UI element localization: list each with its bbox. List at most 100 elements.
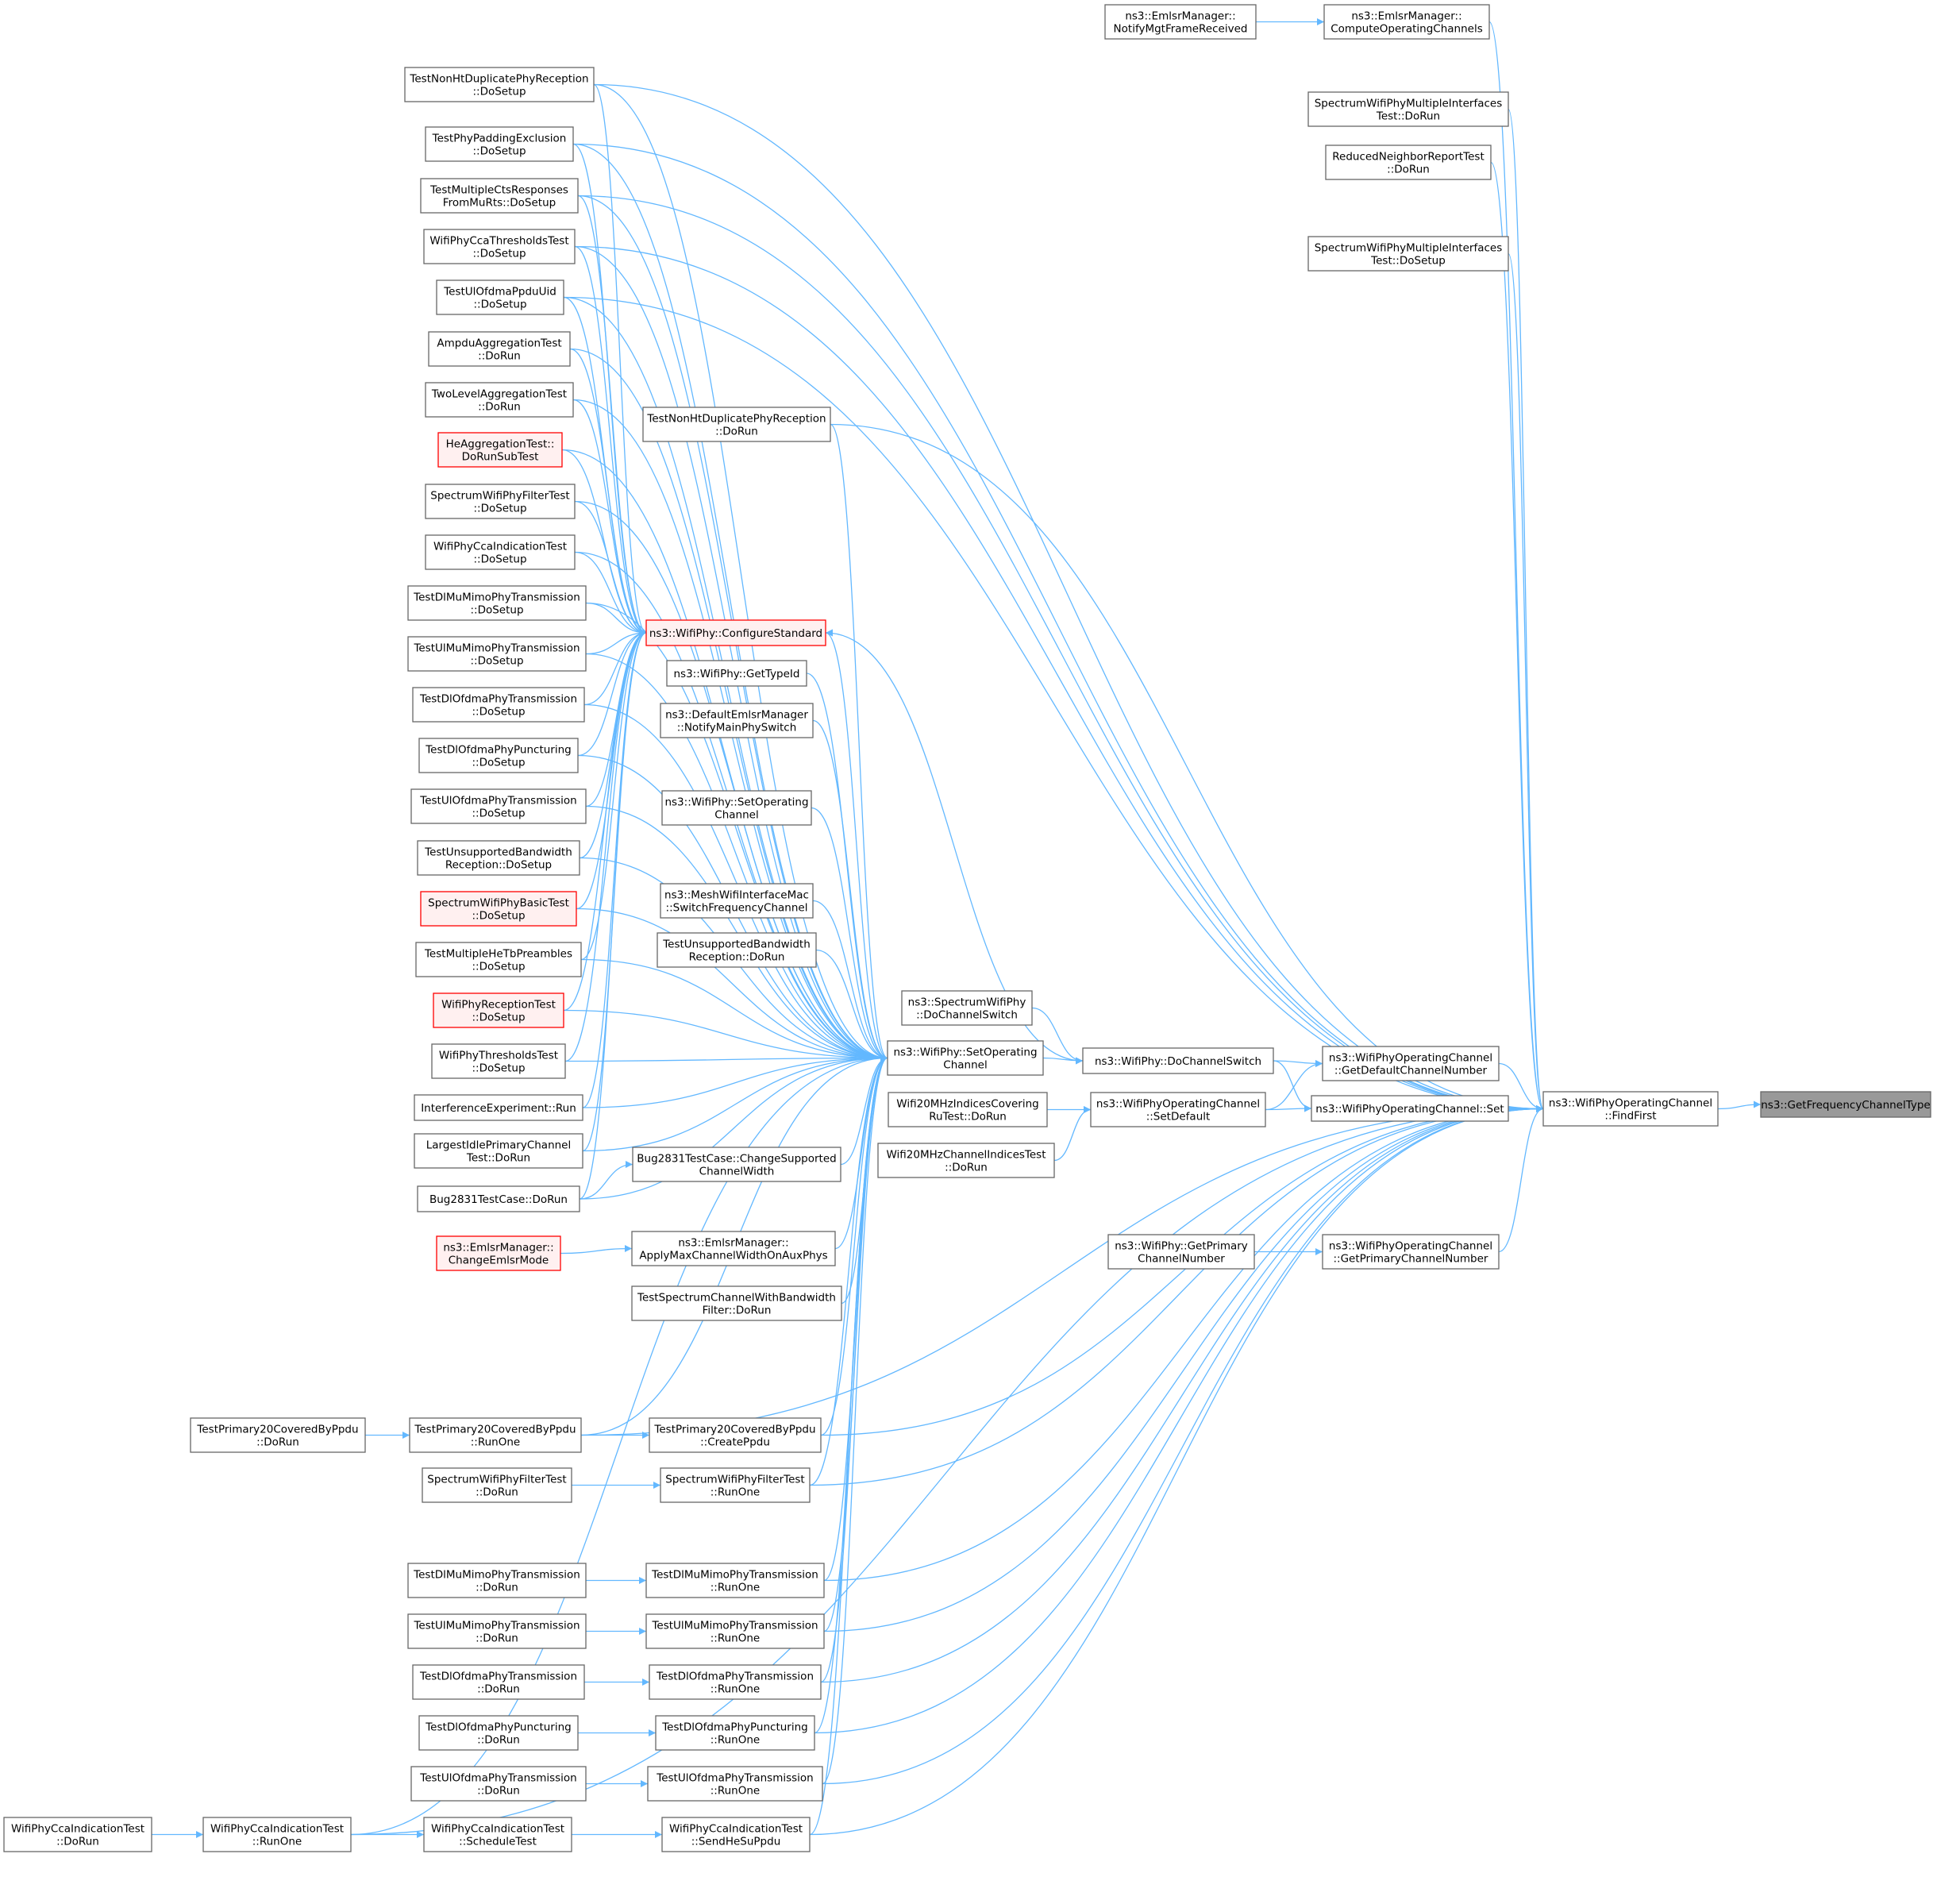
node-label: ::DoRun bbox=[476, 1486, 518, 1499]
graph-node-tp20-ro[interactable]: TestPrimary20CoveredByPpdu::RunOne bbox=[409, 1417, 582, 1453]
graph-node-tdlof-ro[interactable]: TestDlOfdmaPhyTransmission::RunOne bbox=[649, 1664, 822, 1700]
graph-node-rnrt[interactable]: ReducedNeighborReportTest::DoRun bbox=[1325, 145, 1492, 180]
node-box bbox=[657, 932, 817, 968]
graph-node-tmcr[interactable]: TestMultipleCtsResponsesFromMuRts::DoSet… bbox=[420, 178, 579, 214]
graph-node-dcs[interactable]: ns3::WifiPhy::DoChannelSwitch bbox=[1082, 1047, 1274, 1074]
node-label: ::RunOne bbox=[252, 1836, 302, 1848]
graph-node-swpf-run[interactable]: SpectrumWifiPhyFilterTest::DoRun bbox=[422, 1467, 572, 1503]
graph-node-wpci-st[interactable]: WifiPhyCcaIndicationTest::ScheduleTest bbox=[423, 1817, 572, 1852]
graph-node-tdlof-setup[interactable]: TestDlOfdmaPhyTransmission::DoSetup bbox=[412, 687, 585, 723]
graph-node-gdcn[interactable]: ns3::WifiPhyOperatingChannel::GetDefault… bbox=[1322, 1046, 1500, 1081]
graph-node-gpcn[interactable]: ns3::WifiPhyOperatingChannel::GetPrimary… bbox=[1322, 1234, 1500, 1270]
graph-node-swpbt[interactable]: SpectrumWifiPhyBasicTest::DoSetup bbox=[420, 891, 577, 927]
graph-node-tulmu-run[interactable]: TestUlMuMimoPhyTransmission::DoRun bbox=[407, 1613, 587, 1649]
graph-node-tulmu-ro[interactable]: TestUlMuMimoPhyTransmission::RunOne bbox=[645, 1613, 825, 1649]
graph-node-tdlpu-ro[interactable]: TestDlOfdmaPhyPuncturing::RunOne bbox=[655, 1715, 815, 1751]
graph-node-tdlmu-setup[interactable]: TestDlMuMimoPhyTransmission::DoSetup bbox=[407, 585, 587, 621]
graph-node-bug-run[interactable]: Bug2831TestCase::DoRun bbox=[417, 1185, 580, 1212]
graph-node-w20idx[interactable]: Wifi20MHzChannelIndicesTest::DoRun bbox=[877, 1143, 1055, 1178]
graph-node-gpri[interactable]: ns3::WifiPhy::GetPrimaryChannelNumber bbox=[1107, 1234, 1255, 1270]
graph-node-tulof-run[interactable]: TestUlOfdmaPhyTransmission::DoRun bbox=[410, 1766, 587, 1802]
node-box bbox=[649, 1417, 822, 1453]
graph-node-setdef[interactable]: ns3::WifiPhyOperatingChannel::SetDefault bbox=[1090, 1092, 1266, 1127]
graph-node-tdlpu-setup[interactable]: TestDlOfdmaPhyPuncturing::DoSetup bbox=[418, 738, 579, 773]
graph-node-tscbf[interactable]: TestSpectrumChannelWithBandwidthFilter::… bbox=[631, 1285, 842, 1321]
call-edge bbox=[825, 629, 1084, 1062]
graph-node-wptt[interactable]: WifiPhyThresholdsTest::DoSetup bbox=[431, 1043, 566, 1079]
graph-node-amcw[interactable]: ns3::EmlsrManager::ApplyMaxChannelWidthO… bbox=[631, 1231, 836, 1266]
graph-node-set[interactable]: ns3::WifiPhyOperatingChannel::Set bbox=[1311, 1095, 1509, 1122]
call-edge bbox=[585, 629, 647, 807]
graph-node-tulof-ro[interactable]: TestUlOfdmaPhyTransmission::RunOne bbox=[647, 1766, 823, 1802]
graph-node-tulof-setup[interactable]: TestUlOfdmaPhyTransmission::DoSetup bbox=[410, 788, 587, 824]
node-label: SpectrumWifiPhyBasicTest bbox=[428, 897, 569, 910]
graph-node-tnhd-run[interactable]: TestNonHtDuplicatePhyReception::DoRun bbox=[642, 407, 831, 442]
graph-node-wpci-ro[interactable]: WifiPhyCcaIndicationTest::RunOne bbox=[202, 1817, 352, 1852]
graph-node-ff[interactable]: ns3::WifiPhyOperatingChannel::FindFirst bbox=[1542, 1091, 1719, 1127]
graph-node-coc[interactable]: ns3::EmlsrManager::ComputeOperatingChann… bbox=[1323, 4, 1490, 40]
graph-node-bug-csc[interactable]: Bug2831TestCase::ChangeSupportedChannelW… bbox=[632, 1147, 841, 1182]
node-label: WifiPhyCcaIndicationTest bbox=[431, 1823, 564, 1836]
node-box bbox=[901, 990, 1033, 1026]
node-label: RuTest::DoRun bbox=[929, 1111, 1007, 1124]
graph-node-tdlof-run[interactable]: TestDlOfdmaPhyTransmission::DoRun bbox=[412, 1664, 585, 1700]
edge-swpf-ro-to-ff bbox=[809, 1104, 1544, 1486]
graph-node-aat[interactable]: AmpduAggregationTest::DoRun bbox=[428, 331, 571, 367]
graph-node-tnhd-setup[interactable]: TestNonHtDuplicatePhyReception::DoSetup bbox=[404, 67, 595, 102]
call-edge bbox=[350, 1104, 1544, 1836]
graph-node-wpci-run[interactable]: WifiPhyCcaIndicationTest::DoRun bbox=[3, 1817, 152, 1852]
graph-node-tdlmu-ro[interactable]: TestDlMuMimoPhyTransmission::RunOne bbox=[645, 1563, 825, 1598]
graph-node-hat[interactable]: HeAggregationTest::DoRunSubTest bbox=[437, 432, 563, 468]
edge-wpcth-to-cs bbox=[574, 245, 647, 637]
graph-node-wpci-setup[interactable]: WifiPhyCcaIndicationTest::DoSetup bbox=[425, 534, 576, 570]
graph-node-tmhtp[interactable]: TestMultipleHeTbPreambles::DoSetup bbox=[415, 942, 582, 977]
graph-node-swpmi-run[interactable]: SpectrumWifiPhyMultipleInterfacesTest::D… bbox=[1307, 91, 1509, 127]
graph-node-tuopu[interactable]: TestUlOfdmaPpduUid::DoSetup bbox=[436, 279, 564, 315]
graph-node-wpcth[interactable]: WifiPhyCcaThresholdsTest::DoSetup bbox=[423, 229, 576, 264]
graph-node-swpmi-setup[interactable]: SpectrumWifiPhyMultipleInterfacesTest::D… bbox=[1307, 236, 1509, 272]
graph-node-tubr-setup[interactable]: TestUnsupportedBandwidthReception::DoSet… bbox=[417, 840, 580, 876]
node-box bbox=[888, 1092, 1048, 1127]
node-box bbox=[410, 788, 587, 824]
call-edge bbox=[582, 1054, 888, 1108]
graph-node-tlat[interactable]: TwoLevelAggregationTest::DoRun bbox=[425, 382, 574, 418]
node-box bbox=[420, 891, 577, 927]
edge-wpcth-to-setop bbox=[574, 245, 888, 1062]
graph-node-swpf-setup[interactable]: SpectrumWifiPhyFilterTest::DoSetup bbox=[425, 484, 576, 519]
graph-node-ier[interactable]: InterferenceExperiment::Run bbox=[414, 1094, 583, 1121]
graph-node-gfct[interactable]: ns3::GetFrequencyChannelType bbox=[1760, 1091, 1931, 1118]
graph-node-tulmu-setup[interactable]: TestUlMuMimoPhyTransmission::DoSetup bbox=[407, 636, 587, 672]
graph-node-demnm[interactable]: ns3::DefaultEmlsrManager::NotifyMainPhyS… bbox=[660, 703, 814, 738]
call-edge bbox=[815, 949, 888, 1062]
graph-node-sdcs[interactable]: ns3::SpectrumWifiPhy::DoChannelSwitch bbox=[901, 990, 1033, 1026]
node-label: ::DoRun bbox=[478, 401, 521, 414]
call-edge bbox=[1053, 1105, 1092, 1162]
node-label: TestDlOfdmaPhyPuncturing bbox=[425, 744, 572, 757]
graph-node-tdlmu-run[interactable]: TestDlMuMimoPhyTransmission::DoRun bbox=[407, 1563, 587, 1598]
graph-node-tp20-cp[interactable]: TestPrimary20CoveredByPpdu::CreatePpdu bbox=[649, 1417, 822, 1453]
graph-node-tp20-run[interactable]: TestPrimary20CoveredByPpdu::DoRun bbox=[190, 1417, 366, 1453]
graph-node-cs[interactable]: ns3::WifiPhy::ConfigureStandard bbox=[645, 619, 826, 646]
graph-node-wprt[interactable]: WifiPhyReceptionTest::DoSetup bbox=[433, 992, 564, 1028]
node-box bbox=[1307, 91, 1509, 127]
edge-cem-to-amcw bbox=[560, 1244, 633, 1255]
graph-node-gtid[interactable]: ns3::WifiPhy::GetTypeId bbox=[666, 660, 807, 687]
graph-node-nmfr[interactable]: ns3::EmlsrManager::NotifyMgtFrameReceive… bbox=[1104, 4, 1257, 40]
graph-node-tppe[interactable]: TestPhyPaddingExclusion::DoSetup bbox=[425, 126, 574, 162]
graph-node-mwsfc[interactable]: ns3::MeshWifiInterfaceMac::SwitchFrequen… bbox=[660, 883, 814, 919]
node-label: TestUlOfdmaPhyTransmission bbox=[656, 1772, 813, 1785]
graph-node-wpci-sh[interactable]: WifiPhyCcaIndicationTest::SendHeSuPpdu bbox=[661, 1817, 811, 1852]
node-label: TwoLevelAggregationTest bbox=[431, 388, 567, 401]
edge-aat-to-cs bbox=[569, 348, 647, 637]
node-box bbox=[1307, 236, 1509, 272]
graph-node-cem[interactable]: ns3::EmlsrManager::ChangeEmlsrMode bbox=[436, 1235, 561, 1271]
graph-node-tdlpu-run[interactable]: TestDlOfdmaPhyPuncturing::DoRun bbox=[418, 1715, 579, 1751]
graph-node-swpf-ro[interactable]: SpectrumWifiPhyFilterTest::RunOne bbox=[660, 1467, 811, 1503]
node-label: ::NotifyMainPhySwitch bbox=[677, 722, 797, 734]
node-box bbox=[887, 1040, 1044, 1076]
